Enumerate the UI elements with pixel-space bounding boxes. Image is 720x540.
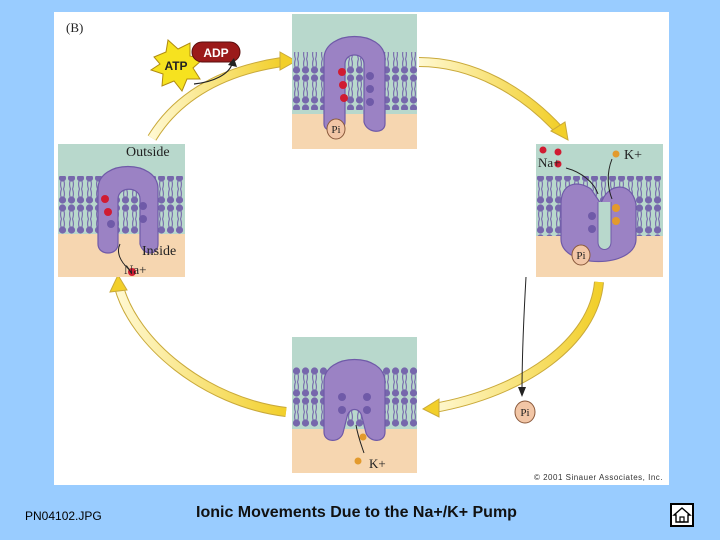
arrow-bottom-left xyxy=(114,285,287,417)
panel-bottom xyxy=(292,337,417,473)
arrowhead-top-right xyxy=(550,121,569,141)
label-potassium-right: K+ xyxy=(624,148,643,163)
panel-left xyxy=(58,144,185,277)
adp-badge xyxy=(191,41,241,63)
pi-label-right: Pi xyxy=(576,250,585,262)
atp-to-adp-arrow xyxy=(193,63,233,85)
panel-right: Pi xyxy=(536,144,663,277)
atp-text: ATP xyxy=(164,59,187,73)
label-inside: Inside xyxy=(142,244,177,259)
home-icon xyxy=(672,507,692,523)
copyright-notice: © 2001 Sinauer Associates, Inc. xyxy=(533,473,663,482)
arrowhead-bottom-left xyxy=(109,273,128,293)
label-outside: Outside xyxy=(126,145,170,160)
arrowhead-top-left xyxy=(279,51,298,71)
arrow-top-right xyxy=(418,57,563,134)
home-button[interactable] xyxy=(670,503,694,527)
pump-diagram: ATP ADP Pi xyxy=(58,14,663,473)
arrow-bottom-right xyxy=(433,281,604,413)
label-sodium-left: Na+ xyxy=(124,262,147,277)
label-potassium-bottom: K+ xyxy=(369,456,386,471)
panel-top: Pi xyxy=(292,14,417,149)
released-pi-icon xyxy=(514,400,536,424)
atp-star-icon xyxy=(149,39,205,92)
label-sodium-right: Na+ xyxy=(538,155,561,170)
pump-cycle-figure: ATP ADP Pi xyxy=(54,12,669,485)
panel-label: (B) xyxy=(66,20,84,35)
arrowhead-bottom-right xyxy=(421,398,440,418)
pi-label-top: Pi xyxy=(331,124,340,136)
pi-label-released: Pi xyxy=(520,407,529,419)
slide-title: Ionic Movements Due to the Na+/K+ Pump xyxy=(196,504,517,521)
adp-text: ADP xyxy=(203,46,228,60)
filename-label: PN04102.JPG xyxy=(25,509,102,523)
